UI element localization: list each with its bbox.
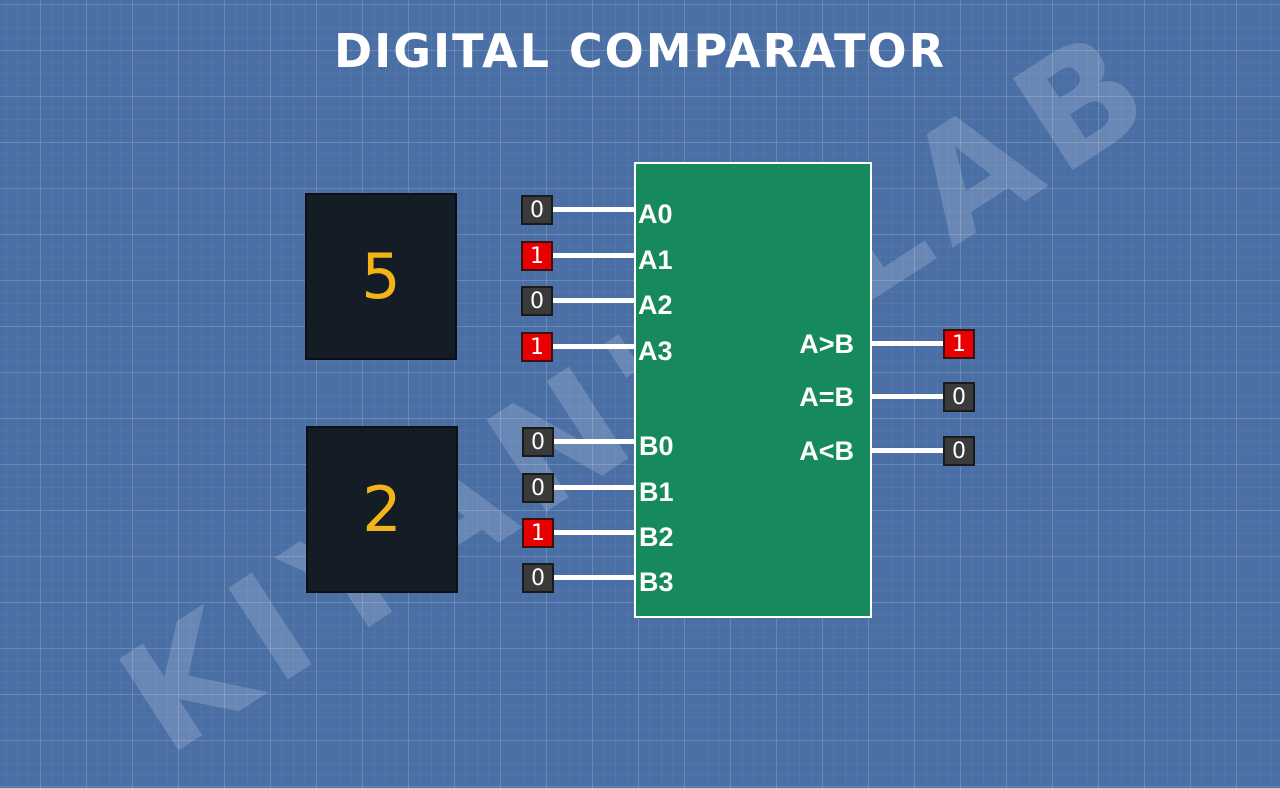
bit-b1: 0	[522, 473, 554, 503]
display-b: 2	[306, 426, 458, 593]
bit-a2: 0	[521, 286, 553, 316]
pin-label-a2: A2	[638, 290, 673, 320]
pin-label-b0: B0	[639, 431, 674, 461]
wire-b1	[553, 485, 636, 490]
wire-a0	[552, 207, 636, 212]
comparator-chip	[634, 162, 872, 618]
display-a: 5	[305, 193, 457, 360]
bit-a0: 0	[521, 195, 553, 225]
pin-label-b3: B3	[639, 567, 674, 597]
pin-label-out-lt: A<B	[799, 436, 854, 466]
page-title: DIGITAL COMPARATOR	[334, 24, 946, 78]
wire-b3	[553, 575, 636, 580]
bit-out-eq: 0	[943, 382, 975, 412]
wire-b0	[553, 439, 636, 444]
bit-b0: 0	[522, 427, 554, 457]
pin-label-out-eq: A=B	[799, 382, 854, 412]
pin-label-a1: A1	[638, 245, 673, 275]
bit-a3: 1	[521, 332, 553, 362]
pin-label-a3: A3	[638, 336, 673, 366]
wire-out-lt	[870, 448, 945, 453]
bit-b2: 1	[522, 518, 554, 548]
pin-label-a0: A0	[638, 199, 673, 229]
bit-out-gt: 1	[943, 329, 975, 359]
pin-label-b2: B2	[639, 522, 674, 552]
wire-a1	[552, 253, 636, 258]
bit-b3: 0	[522, 563, 554, 593]
wire-out-gt	[870, 341, 945, 346]
wire-b2	[553, 530, 636, 535]
bit-out-lt: 0	[943, 436, 975, 466]
wire-a2	[552, 298, 636, 303]
pin-label-b1: B1	[639, 477, 674, 507]
pin-label-out-gt: A>B	[799, 329, 854, 359]
bit-a1: 1	[521, 241, 553, 271]
wire-a3	[552, 344, 636, 349]
wire-out-eq	[870, 394, 945, 399]
